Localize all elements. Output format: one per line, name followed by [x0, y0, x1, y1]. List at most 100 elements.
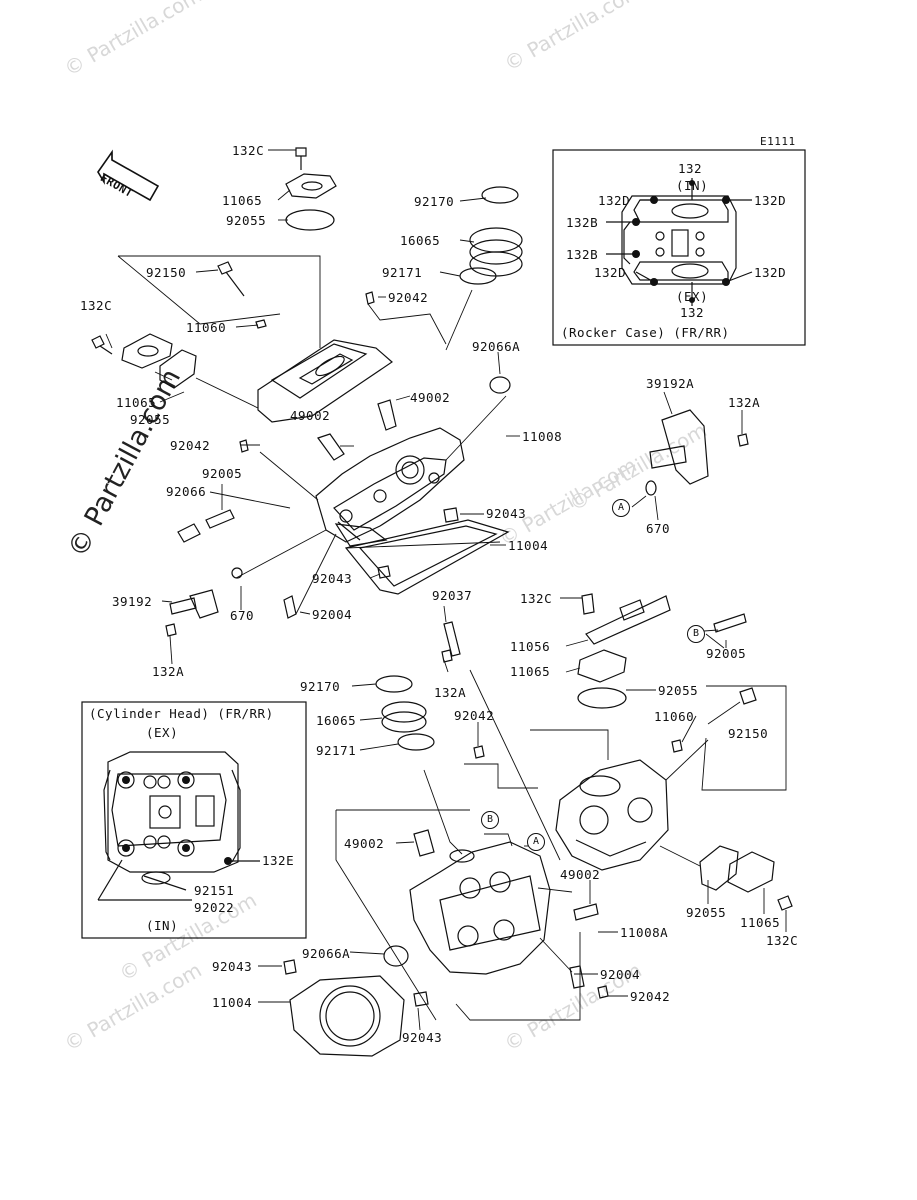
- part-label: 132C: [80, 298, 113, 313]
- rod-92037: [443, 621, 461, 657]
- callout-b: B: [687, 625, 705, 643]
- part-label: 49002: [290, 408, 331, 423]
- upper-dowel-92042: [365, 291, 375, 305]
- cylinder-inset-in-label: (IN): [146, 918, 179, 933]
- upper-gasket-92055: [285, 209, 335, 231]
- part-label: 11065: [222, 193, 263, 208]
- lower-clamp-92170: [375, 675, 413, 693]
- lower-lifter-49002-b: [573, 903, 599, 921]
- lower-rocker-case: [555, 759, 669, 871]
- rocker-inset-caption: (Rocker Case) (FR/RR): [561, 325, 730, 340]
- bolt-92150-lower: [739, 687, 757, 705]
- dowel-11060-lower: [671, 739, 683, 753]
- part-label: 92055: [226, 213, 267, 228]
- lower-gasket-92055-right: [699, 845, 739, 891]
- upper-dowel-92043-a: [443, 507, 459, 523]
- part-label: 132D: [598, 193, 631, 208]
- stud-92004-upper: [283, 595, 297, 619]
- part-label: 92022: [194, 900, 235, 915]
- upper-lifter-1: [377, 399, 397, 431]
- part-label: 132: [680, 305, 705, 320]
- part-label: 132E: [262, 853, 295, 868]
- left-dowel-92042: [239, 439, 249, 453]
- part-label: 132B: [566, 215, 599, 230]
- lower-intake-boot: [381, 701, 427, 733]
- bolt-132A-center: [441, 649, 453, 663]
- part-label: 92170: [300, 679, 341, 694]
- part-label: 132C: [520, 591, 553, 606]
- part-label: 670: [230, 608, 255, 623]
- oring-670-right: [645, 480, 657, 496]
- part-label: 92150: [146, 265, 187, 280]
- bolt-132C-left: [91, 335, 113, 355]
- pipe-92005-lower: [713, 613, 747, 633]
- part-label: 92004: [312, 607, 353, 622]
- part-label: 92043: [402, 1030, 443, 1045]
- lower-dowel-92042-a: [473, 745, 485, 759]
- part-label: 11004: [508, 538, 549, 553]
- bolt-132C-top: [295, 147, 307, 170]
- part-label: 132D: [754, 193, 787, 208]
- lower-cover-plate-right: [727, 851, 775, 893]
- part-label: 11008A: [620, 925, 669, 940]
- lower-dowel-92043-a: [283, 959, 297, 975]
- upper-lifter-2: [317, 433, 345, 461]
- part-label: 92066A: [472, 339, 521, 354]
- lower-cylinder-head: [409, 841, 551, 975]
- part-label: 92171: [382, 265, 423, 280]
- left-gasket-92055: [159, 349, 197, 389]
- part-label: 39192: [112, 594, 153, 609]
- cylinder-head-top-view: [103, 751, 241, 885]
- part-label: 92037: [432, 588, 473, 603]
- part-label: 16065: [400, 233, 441, 248]
- part-label: 92066: [166, 484, 207, 499]
- bolt-132C-lower: [581, 593, 595, 615]
- part-label: 92043: [312, 571, 353, 586]
- bolt-132A-right: [737, 433, 749, 447]
- upper-valve-cover: [257, 339, 393, 423]
- lower-lifter-49002-a: [413, 829, 435, 857]
- upper-dowel-92043-b: [377, 565, 391, 579]
- dowel-11060-upper: [255, 319, 267, 329]
- part-label: 92171: [316, 743, 357, 758]
- upper-head-base: [334, 523, 388, 547]
- part-label: 92042: [454, 708, 495, 723]
- oring-670-left: [231, 567, 243, 579]
- part-label: 11065: [510, 664, 551, 679]
- fitting-39192-left: [169, 589, 219, 619]
- part-label: 132C: [232, 143, 265, 158]
- callout-a: A: [527, 833, 545, 851]
- part-label: 11056: [510, 639, 551, 654]
- part-label: 132A: [152, 664, 185, 679]
- part-label: 92151: [194, 883, 235, 898]
- part-label: 92150: [728, 726, 769, 741]
- lower-dowel-92042-b: [597, 985, 609, 999]
- part-label: 11060: [654, 709, 695, 724]
- part-label: 11004: [212, 995, 253, 1010]
- cylinder-inset-caption: (Cylinder Head) (FR/RR): [89, 706, 274, 721]
- cylinder-inset-ex-label: (EX): [146, 725, 179, 740]
- upper-intake-boot: [469, 227, 523, 277]
- part-label: 92055: [658, 683, 699, 698]
- stud-92004-lower: [569, 965, 585, 989]
- part-label: 92005: [706, 646, 747, 661]
- lower-head-gasket: [289, 975, 405, 1057]
- part-label: 132A: [434, 685, 467, 700]
- part-label: 92055: [686, 905, 727, 920]
- part-label: 11065: [740, 915, 781, 930]
- part-label: 92042: [388, 290, 429, 305]
- part-label: 132C: [766, 933, 799, 948]
- part-label: 670: [646, 521, 671, 536]
- part-label: 92066A: [302, 946, 351, 961]
- part-label: 92005: [202, 466, 243, 481]
- part-label: 49002: [410, 390, 451, 405]
- bolt-132A-left: [165, 623, 177, 637]
- upper-head-gasket: [344, 519, 510, 595]
- callout-b: B: [481, 811, 499, 829]
- part-label: 49002: [344, 836, 385, 851]
- lower-cover-plate-top: [577, 649, 627, 683]
- part-label: 92055: [130, 412, 171, 427]
- part-label: 132D: [754, 265, 787, 280]
- part-label: 92043: [486, 506, 527, 521]
